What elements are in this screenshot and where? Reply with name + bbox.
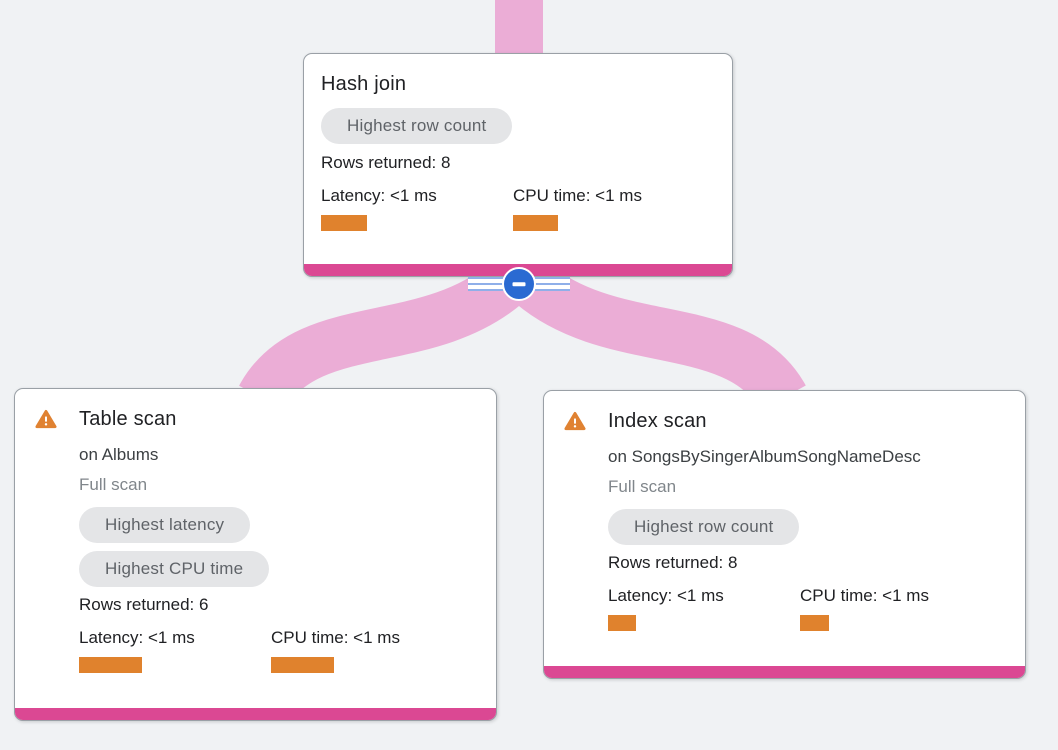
latency-bar: [608, 615, 636, 631]
latency-metric: Latency: <1 ms: [321, 185, 513, 231]
node-title: Hash join: [321, 73, 407, 95]
rows-returned-text: Rows returned: 8: [608, 553, 738, 572]
cpu-time-bar: [271, 657, 334, 673]
node-card-table-scan[interactable]: Table scan on Albums Full scan Highest l…: [14, 388, 497, 721]
node-subtitle: on Albums: [79, 445, 159, 464]
latency-bar: [321, 215, 367, 231]
node-accent-bar: [15, 708, 496, 720]
cpu-time-label: CPU time: <1 ms: [513, 186, 642, 205]
badge-row: Highest row count: [304, 108, 732, 144]
cpu-time-metric: CPU time: <1 ms: [271, 627, 400, 673]
edge-to-table-scan-ribbon: [239, 263, 522, 412]
warning-icon: [564, 411, 586, 431]
node-header: Index scan: [544, 407, 1025, 435]
rows-returned-text: Rows returned: 6: [79, 595, 209, 614]
node-title: Table scan: [79, 408, 177, 430]
cpu-time-label: CPU time: <1 ms: [271, 628, 400, 647]
node-card-hash-join[interactable]: Hash join Highest row count Rows returne…: [303, 53, 733, 277]
latency-label: Latency: <1 ms: [79, 628, 195, 647]
cpu-time-label: CPU time: <1 ms: [800, 586, 929, 605]
status-badge: Highest row count: [321, 108, 513, 144]
cpu-time-metric: CPU time: <1 ms: [513, 185, 642, 231]
collapse-button[interactable]: [502, 267, 536, 301]
node-accent-bar: [544, 666, 1025, 678]
scan-type-text: Full scan: [79, 475, 148, 494]
latency-label: Latency: <1 ms: [608, 586, 724, 605]
status-badge: Highest row count: [608, 509, 800, 545]
node-title: Index scan: [608, 410, 707, 432]
metrics-row: Latency: <1 ms CPU time: <1 ms: [304, 185, 732, 231]
node-header: Table scan: [15, 405, 496, 433]
status-badge: Highest latency: [79, 507, 251, 543]
collapse-handle: [468, 267, 570, 301]
latency-metric: Latency: <1 ms: [608, 585, 800, 631]
scan-type-text: Full scan: [608, 477, 677, 496]
node-header: Hash join: [304, 70, 732, 98]
metrics-row: Latency: <1 ms CPU time: <1 ms: [544, 585, 1025, 631]
edge-to-index-scan-ribbon: [516, 263, 806, 412]
latency-bar: [79, 657, 142, 673]
node-card-index-scan[interactable]: Index scan on SongsBySingerAlbumSongName…: [543, 390, 1026, 679]
node-subtitle: on SongsBySingerAlbumSongNameDesc: [608, 447, 921, 466]
badge-row: Highest latency: [15, 507, 496, 543]
cpu-time-bar: [513, 215, 558, 231]
cpu-time-bar: [800, 615, 829, 631]
minus-icon: [512, 282, 526, 286]
badge-row: Highest row count: [544, 509, 1025, 545]
latency-label: Latency: <1 ms: [321, 186, 437, 205]
cpu-time-metric: CPU time: <1 ms: [800, 585, 929, 631]
rows-returned-text: Rows returned: 8: [321, 153, 451, 172]
latency-metric: Latency: <1 ms: [79, 627, 271, 673]
status-badge: Highest CPU time: [79, 551, 270, 587]
metrics-row: Latency: <1 ms CPU time: <1 ms: [15, 627, 496, 673]
edge-parent-ribbon: [495, 0, 543, 55]
warning-icon: [35, 409, 57, 429]
badge-row: Highest CPU time: [15, 551, 496, 587]
